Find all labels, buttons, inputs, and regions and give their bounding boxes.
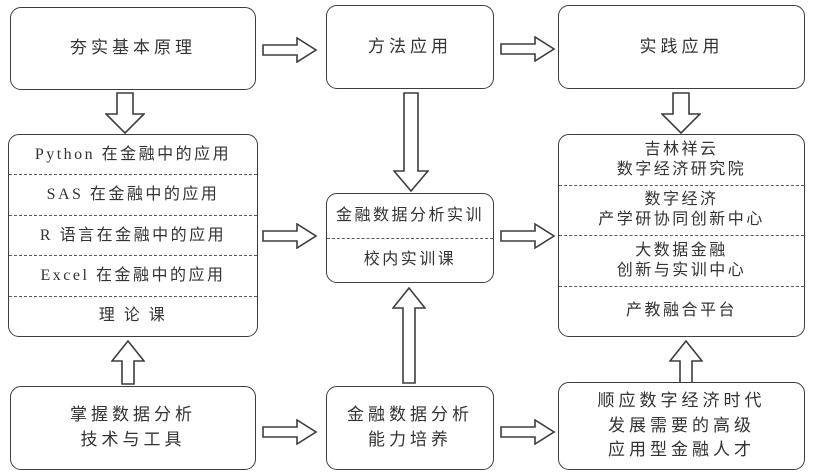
theory-row: Excel 在金融中的应用 bbox=[9, 255, 257, 295]
box-master-data-analysis: 掌握数据分析 技术与工具 bbox=[10, 386, 256, 470]
platform-row-line: 创新与实训中心 bbox=[616, 261, 747, 279]
theory-row: Python 在金融中的应用 bbox=[9, 135, 257, 174]
platform-row-line: 数字经济 bbox=[644, 191, 719, 209]
training-row-label: 校内实训课 bbox=[363, 251, 457, 269]
theory-row-label: SAS 在金融中的应用 bbox=[46, 186, 220, 204]
box-method-application: 方法应用 bbox=[326, 5, 494, 89]
up-arrow-icon bbox=[111, 340, 145, 385]
box-consolidate-basics: 夯实基本原理 bbox=[10, 7, 256, 90]
platform-row-line: 产教融合平台 bbox=[625, 302, 737, 320]
platform-row: 大数据金融 创新与实训中心 bbox=[559, 235, 804, 286]
box-label-line: 顺应数字经济时代 bbox=[597, 391, 766, 411]
platform-row-line: 产学研协同创新中心 bbox=[598, 211, 765, 229]
training-row-label: 金融数据分析实训 bbox=[335, 206, 484, 224]
down-arrow-icon bbox=[393, 92, 429, 192]
platform-row-line: 大数据金融 bbox=[635, 241, 728, 259]
down-arrow-icon bbox=[105, 92, 145, 134]
theory-row-label: Python 在金融中的应用 bbox=[34, 145, 232, 163]
box-label-line: 掌握数据分析 bbox=[70, 405, 196, 425]
box-practice-application: 实践应用 bbox=[558, 5, 805, 89]
box-financial-talent-goal: 顺应数字经济时代 发展需要的高级 应用型金融人才 bbox=[558, 382, 805, 470]
platform-row: 吉林祥云 数字经济研究院 bbox=[559, 135, 804, 185]
theory-row: R 语言在金融中的应用 bbox=[9, 214, 257, 255]
training-row: 金融数据分析实训 bbox=[327, 194, 493, 238]
box-label-line: 发展需要的高级 bbox=[608, 415, 755, 435]
right-arrow-icon bbox=[500, 419, 556, 445]
right-arrow-icon bbox=[500, 36, 556, 62]
box-ability-cultivation: 金融数据分析 能力培养 bbox=[326, 386, 494, 470]
box-label-line: 能力培养 bbox=[368, 430, 452, 449]
platform-row-line: 数字经济研究院 bbox=[616, 160, 747, 178]
right-arrow-icon bbox=[262, 37, 318, 63]
box-label: 方法应用 bbox=[368, 36, 452, 56]
theory-row-label: 理 论 课 bbox=[98, 307, 168, 325]
platform-row: 数字经济 产学研协同创新中心 bbox=[559, 184, 804, 236]
training-row: 校内实训课 bbox=[327, 237, 493, 283]
box-practice-platforms: 吉林祥云 数字经济研究院 数字经济 产学研协同创新中心 大数据金融 创新与实训中… bbox=[558, 134, 805, 337]
box-label: 夯实基本原理 bbox=[70, 38, 196, 58]
box-theory-courses: Python 在金融中的应用 SAS 在金融中的应用 R 语言在金融中的应用 E… bbox=[8, 134, 258, 337]
theory-row: 理 论 课 bbox=[9, 295, 257, 336]
right-arrow-icon bbox=[500, 223, 556, 249]
platform-row: 产教融合平台 bbox=[559, 285, 804, 337]
theory-row: SAS 在金融中的应用 bbox=[9, 174, 257, 214]
box-label-line: 应用型金融人才 bbox=[608, 440, 755, 460]
theory-row-label: Excel 在金融中的应用 bbox=[40, 266, 226, 284]
box-label-line: 技术与工具 bbox=[80, 430, 186, 449]
right-arrow-icon bbox=[262, 419, 318, 445]
box-label-line: 金融数据分析 bbox=[347, 405, 473, 425]
platform-row-line: 吉林祥云 bbox=[644, 140, 719, 158]
up-arrow-icon bbox=[392, 287, 426, 384]
box-financial-data-training: 金融数据分析实训 校内实训课 bbox=[326, 193, 494, 283]
theory-row-label: R 语言在金融中的应用 bbox=[39, 226, 227, 244]
right-arrow-icon bbox=[262, 223, 318, 249]
box-label: 实践应用 bbox=[639, 36, 724, 56]
down-arrow-icon bbox=[661, 92, 701, 134]
up-arrow-icon bbox=[669, 340, 703, 385]
